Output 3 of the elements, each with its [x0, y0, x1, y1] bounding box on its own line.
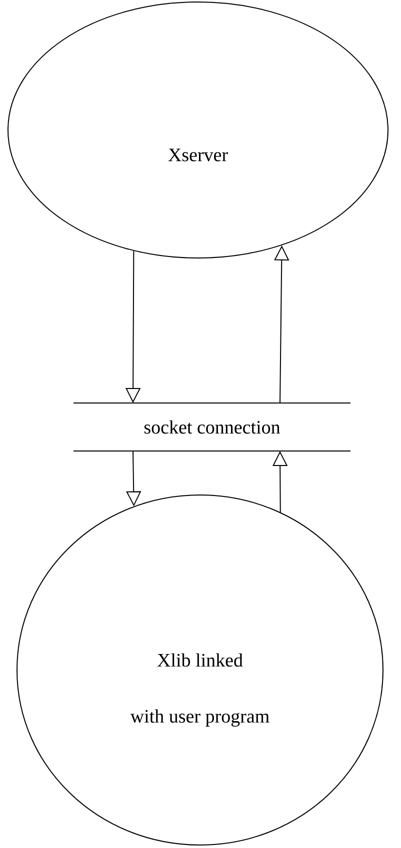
ellipse-node: Xlib linked with user program [16, 494, 384, 846]
ellipse-node: Xserver [8, 2, 388, 258]
band-node: socket connection [73, 402, 351, 452]
